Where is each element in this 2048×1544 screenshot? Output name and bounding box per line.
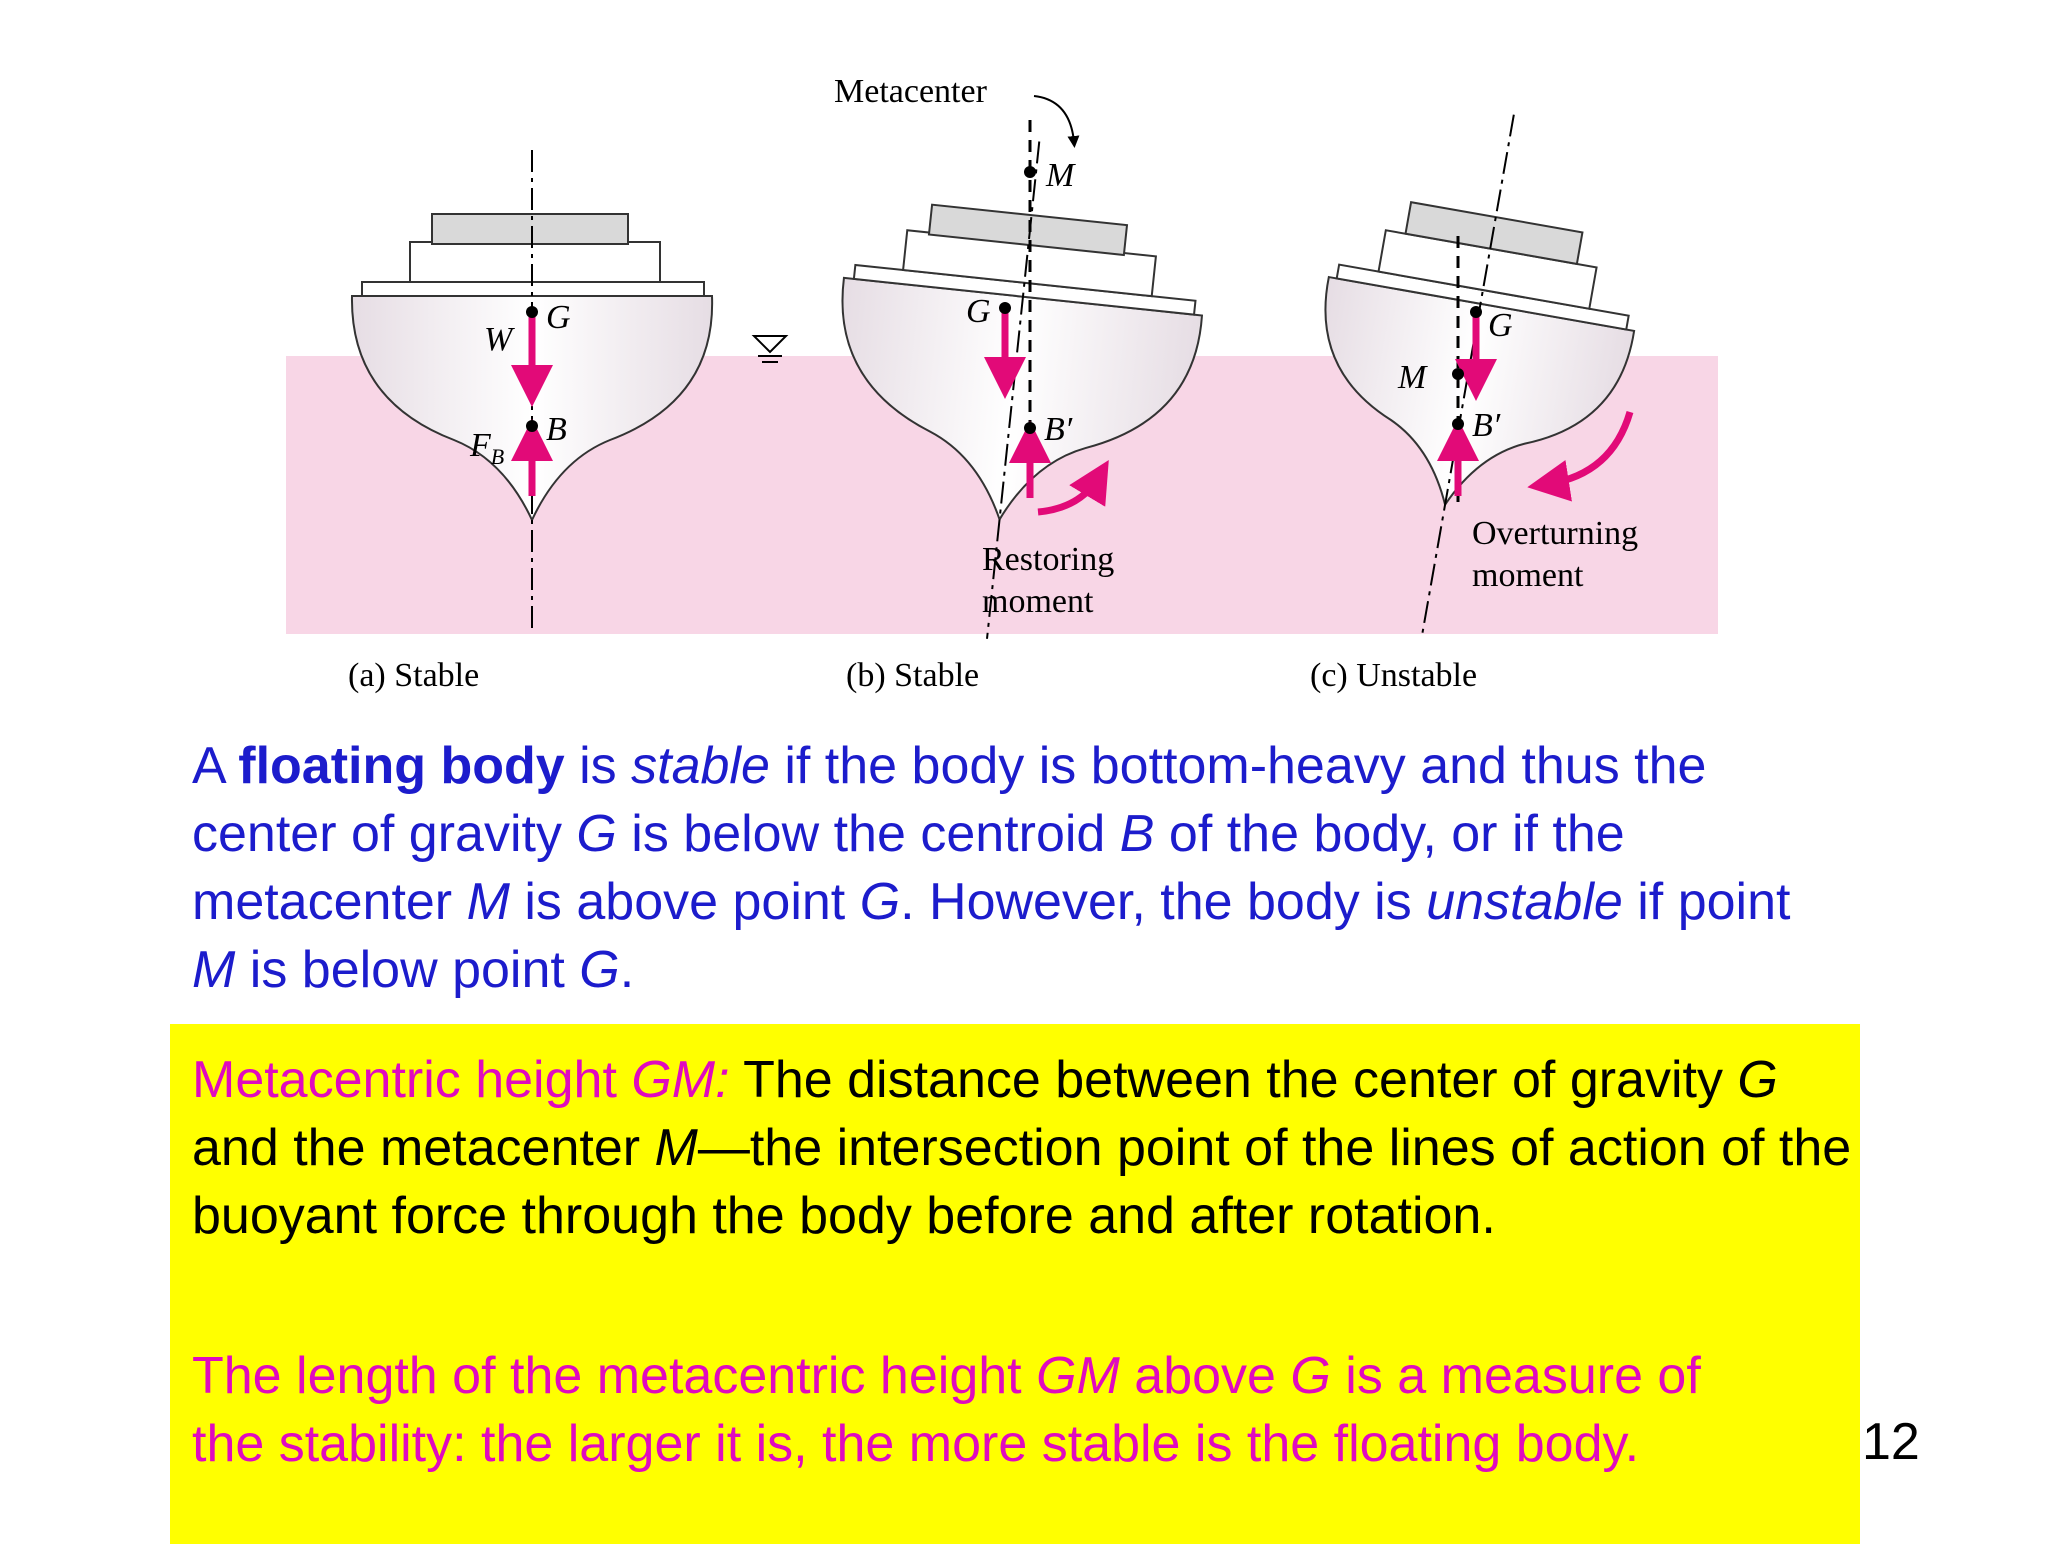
bridge-b [927,203,1129,257]
point-m-b [1024,166,1036,178]
tilted-centerline-c [1420,114,1515,637]
label-restoring-moment: moment [982,583,1094,620]
bridge-a [431,213,629,245]
label-g-b: G [966,293,991,330]
ship-a: W G B FB [350,150,714,630]
ship-c: G M B′ Overturning moment [1324,114,1638,637]
metacenter-pointer [1033,95,1080,148]
caption-c: (c) Unstable [1310,657,1477,694]
caption-b: (b) Stable [846,657,979,694]
label-w: W [484,321,515,358]
label-b-prime-c: B′ [1472,407,1501,444]
stability-measure-note: The length of the metacentric height GM … [192,1347,1701,1473]
label-fb: FB [469,427,504,469]
label-g-c: G [1488,307,1513,344]
point-m-c [1452,368,1464,380]
label-m-b: M [1045,157,1076,194]
metacentric-height-definition: Metacentric height GM: The distance betw… [192,1051,1852,1245]
point-b-prime-b [1024,422,1036,434]
point-b-prime-c [1452,418,1464,430]
caption-a: (a) Stable [348,657,479,694]
point-g-a [526,306,538,318]
label-b-a: B [546,411,567,448]
page-number: 12 [1862,1413,1920,1471]
stability-explanation: A floating body is stable if the body is… [192,737,1791,999]
restoring-arrow [1037,459,1109,516]
point-g-c [1470,306,1482,318]
label-overturning: Overturning [1472,515,1638,552]
water-level-symbol [751,335,789,363]
definition-box: Metacentric height GM: The distance betw… [170,1024,1860,1544]
floating-body-stability-figure: W G B FB Metacenter M G B′ Restoring mom… [286,73,1718,694]
ship-b: Metacenter M G B′ Restoring moment [834,73,1204,639]
point-b-a [526,420,538,432]
label-m-c: M [1397,359,1428,396]
label-overturning-moment: moment [1472,557,1584,594]
point-g-b [999,302,1011,314]
cabin-a [409,241,661,283]
label-metacenter: Metacenter [834,73,988,110]
label-g-a: G [546,299,571,336]
label-b-prime-b: B′ [1044,411,1073,448]
overturning-arrow [1527,411,1634,502]
label-restoring: Restoring [982,541,1114,578]
